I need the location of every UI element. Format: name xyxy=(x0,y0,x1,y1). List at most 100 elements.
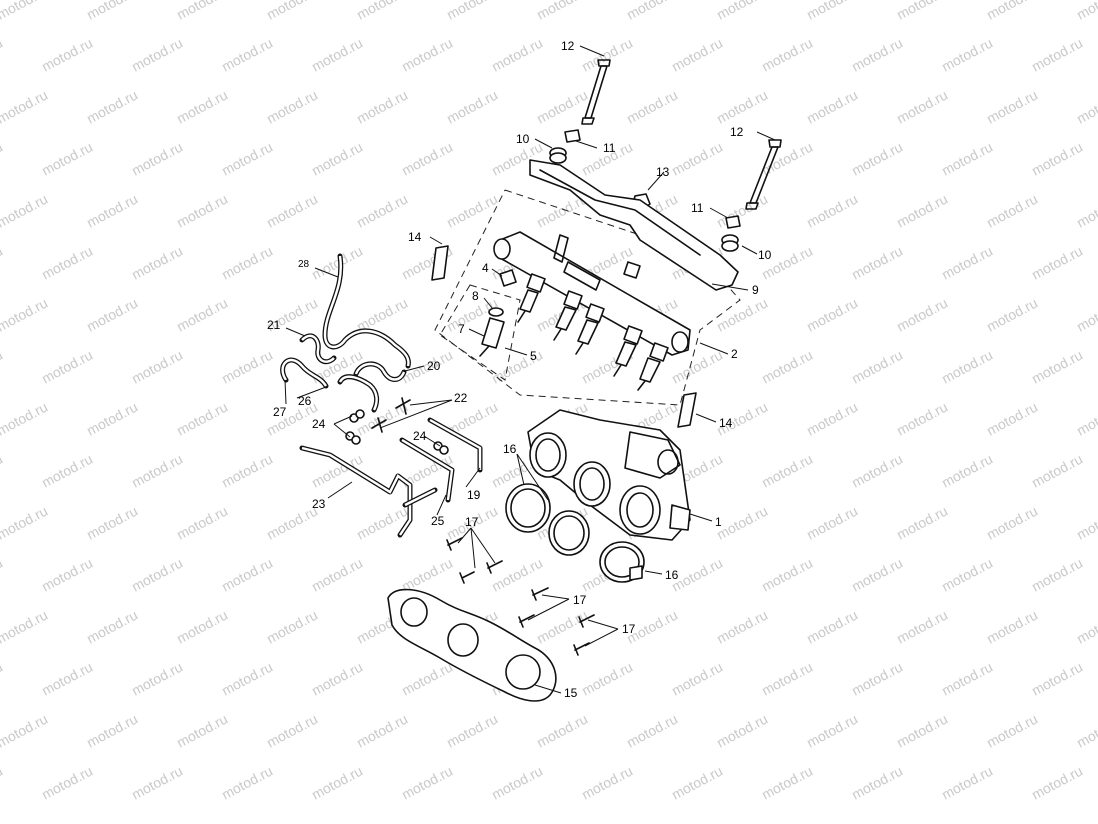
watermark-text: motod.ru xyxy=(714,0,770,23)
bolt-12-right xyxy=(745,139,782,210)
watermark-text: motod.ru xyxy=(759,555,815,595)
watermark-text: motod.ru xyxy=(804,399,860,439)
watermark-text: motod.ru xyxy=(714,191,770,231)
watermark-text: motod.ru xyxy=(0,399,50,439)
callout-25: 25 xyxy=(431,514,445,528)
watermark-text: motod.ru xyxy=(849,451,905,491)
watermark-text: motod.ru xyxy=(84,87,140,127)
clip-4 xyxy=(499,269,517,287)
watermark-text: motod.ru xyxy=(489,763,545,803)
sleeve-10-right xyxy=(721,234,739,252)
watermark-text: motod.ru xyxy=(0,243,5,283)
watermark-text: motod.ru xyxy=(759,763,815,803)
watermark-text: motod.ru xyxy=(0,763,5,803)
watermark-text: motod.ru xyxy=(84,0,140,23)
watermark-text: motod.ru xyxy=(0,87,50,127)
sleeve-10-left xyxy=(549,147,567,164)
watermark-text: motod.ru xyxy=(84,295,140,335)
watermark-text: motod.ru xyxy=(444,711,500,751)
watermark-text: motod.ru xyxy=(1029,139,1085,179)
callout-11-right: 11 xyxy=(691,201,704,215)
watermark-text: motod.ru xyxy=(984,295,1040,335)
callout-5: 5 xyxy=(530,349,537,363)
callout-26: 26 xyxy=(298,394,312,408)
watermark-text: motod.ru xyxy=(804,607,860,647)
callout-12-left: 12 xyxy=(561,39,575,53)
callout-13: 13 xyxy=(656,165,670,179)
watermark-text: motod.ru xyxy=(849,35,905,75)
watermark-text: motod.ru xyxy=(804,295,860,335)
hose-28 xyxy=(322,253,411,369)
watermark-text: motod.ru xyxy=(804,711,860,751)
watermark-text: motod.ru xyxy=(804,191,860,231)
watermark-text: motod.ru xyxy=(669,763,725,803)
watermark-text: motod.ru xyxy=(129,347,185,387)
watermark-text: motod.ru xyxy=(939,139,995,179)
watermark-text: motod.ru xyxy=(939,35,995,75)
watermark-text: motod.ru xyxy=(354,87,410,127)
watermark-text: motod.ru xyxy=(84,191,140,231)
watermark-text: motod.ru xyxy=(399,139,455,179)
watermark-text: motod.ru xyxy=(174,711,230,751)
watermark-text: motod.ru xyxy=(174,87,230,127)
injector-7 xyxy=(479,317,505,357)
watermark-text: motod.ru xyxy=(174,607,230,647)
watermark-text: motod.ru xyxy=(939,451,995,491)
watermark-text: motod.ru xyxy=(129,555,185,595)
watermark-text: motod.ru xyxy=(129,659,185,699)
watermark-text: motod.ru xyxy=(219,555,275,595)
watermark-text: motod.ru xyxy=(1074,607,1098,647)
hose-21 xyxy=(299,333,337,365)
watermark-text: motod.ru xyxy=(174,399,230,439)
callout-4: 4 xyxy=(482,261,489,275)
watermark-text: motod.ru xyxy=(129,763,185,803)
watermark-text: motod.ru xyxy=(489,555,545,595)
clamp-16-b xyxy=(548,510,590,556)
callout-1: 1 xyxy=(715,515,722,529)
callout-15: 15 xyxy=(564,686,578,700)
watermark-text: motod.ru xyxy=(714,295,770,335)
watermark-text: motod.ru xyxy=(219,139,275,179)
callout-23: 23 xyxy=(312,497,326,511)
callout-24-right: 24 xyxy=(413,429,427,443)
watermark-text: motod.ru xyxy=(984,711,1040,751)
watermark-text: motod.ru xyxy=(174,503,230,543)
watermark-text: motod.ru xyxy=(354,711,410,751)
watermark-text: motod.ru xyxy=(0,295,50,335)
watermark-text: motod.ru xyxy=(354,191,410,231)
watermark-text: motod.ru xyxy=(714,711,770,751)
watermark-text: motod.ru xyxy=(759,347,815,387)
watermark-text: motod.ru xyxy=(264,607,320,647)
callout-17-top: 17 xyxy=(465,515,479,529)
hose-27 xyxy=(280,357,329,389)
watermark-text: motod.ru xyxy=(309,35,365,75)
watermark-text: motod.ru xyxy=(579,35,635,75)
watermark-text: motod.ru xyxy=(129,451,185,491)
callout-21: 21 xyxy=(267,318,281,332)
watermark-text: motod.ru xyxy=(309,763,365,803)
watermark-text: motod.ru xyxy=(0,659,5,699)
watermark-text: motod.ru xyxy=(939,763,995,803)
watermark-text: motod.ru xyxy=(129,35,185,75)
watermark-text: motod.ru xyxy=(894,295,950,335)
watermark-text: motod.ru xyxy=(849,243,905,283)
watermark-text: motod.ru xyxy=(219,659,275,699)
watermark-text: motod.ru xyxy=(174,0,230,23)
watermark-text: motod.ru xyxy=(1074,711,1098,751)
callout-10-left: 10 xyxy=(516,132,530,146)
hose-19 xyxy=(427,417,483,473)
callout-19: 19 xyxy=(467,488,481,502)
callout-17-mid: 17 xyxy=(573,593,587,607)
watermark-text: motod.ru xyxy=(939,555,995,595)
watermark-text: motod.ru xyxy=(399,555,455,595)
watermark-text: motod.ru xyxy=(0,0,50,23)
intake-gasket-15 xyxy=(387,588,557,702)
watermark-text: motod.ru xyxy=(264,191,320,231)
bolt-12-left xyxy=(581,59,611,125)
watermark-text: motod.ru xyxy=(1029,347,1085,387)
assembly-outline-fuel-rail xyxy=(434,189,741,406)
clamp-16-a xyxy=(505,483,551,533)
watermark-text: motod.ru xyxy=(939,243,995,283)
watermark-text: motod.ru xyxy=(309,139,365,179)
watermark-text: motod.ru xyxy=(1074,503,1098,543)
